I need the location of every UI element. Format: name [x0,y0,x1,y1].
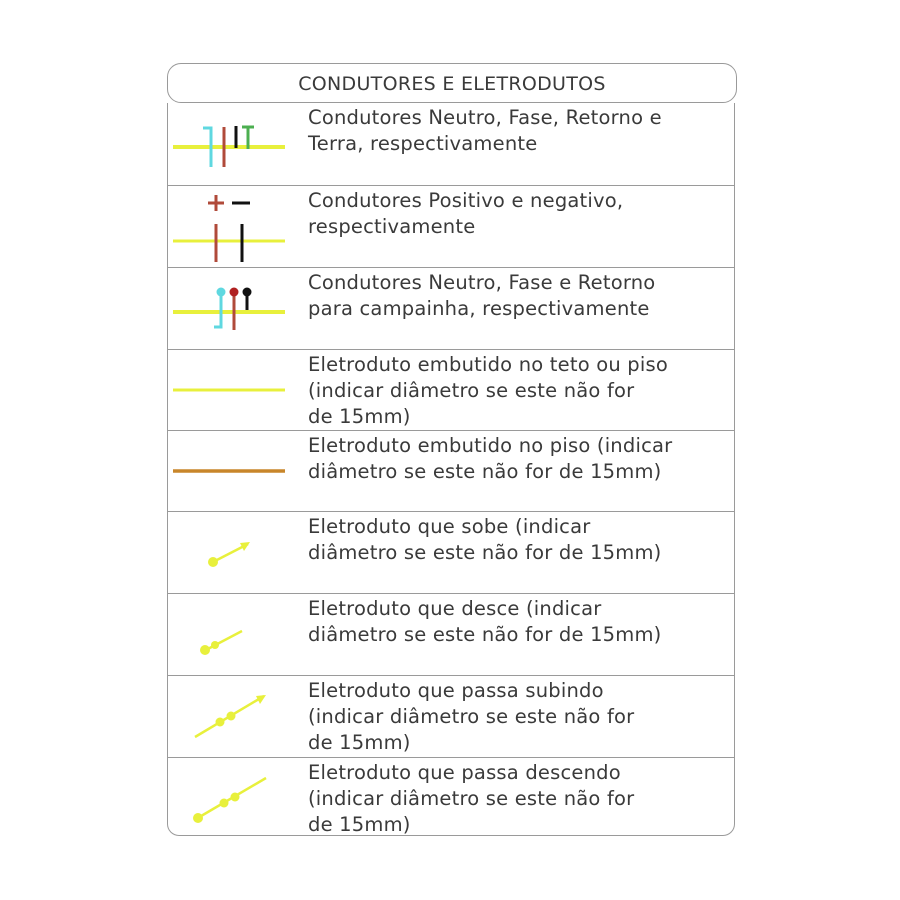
legend-text: Eletroduto embutido no teto ou piso (ind… [308,353,668,428]
legend-row: Eletroduto embutido no teto ou piso (ind… [168,349,734,431]
legend-table: Condutores Neutro, Fase, Retorno e Terra… [167,103,735,836]
legend-text: Eletroduto que sobe (indicar diâmetro se… [308,515,662,564]
legend-text: Eletroduto que passa subindo (indicar di… [308,679,635,754]
conduit-down-icon [200,629,243,655]
legend-text: Eletroduto que passa descendo (indicar d… [308,761,635,836]
conduit-passing-down-icon [193,776,267,823]
doorbell-conductors-icon [173,287,285,330]
legend-row: Eletroduto que desce (indicar diâmetro s… [168,593,734,675]
legend-row: Eletroduto embutido no piso (indicar diâ… [168,430,734,512]
legend-row: Condutores Neutro, Fase, Retorno e Terra… [168,103,734,185]
floor-conduit-icon [173,469,285,473]
legend-title: CONDUTORES E ELETRODUTOS [167,63,737,103]
legend-text: Eletroduto que desce (indicar diâmetro s… [308,597,662,646]
legend-text: Condutores Neutro, Fase, Retorno e Terra… [308,106,662,155]
conduit-passing-up-icon [194,694,266,739]
legend-text: Condutores Neutro, Fase e Retorno para c… [308,271,656,320]
ceiling-floor-conduit-icon [173,388,285,392]
legend-row: Condutores Neutro, Fase e Retorno para c… [168,267,734,349]
legend-text: Eletroduto embutido no piso (indicar diâ… [308,434,673,483]
neutral-phase-return-ground-conductors-icon [173,125,285,167]
positive-negative-conductors-icon [173,195,285,262]
legend-text: Condutores Positivo e negativo, respecti… [308,189,624,238]
legend-row: Eletroduto que sobe (indicar diâmetro se… [168,511,734,593]
legend-row: Eletroduto que passa descendo (indicar d… [168,757,734,839]
conduit-up-icon [208,542,250,567]
legend-row: Eletroduto que passa subindo (indicar di… [168,675,734,757]
legend-row: Condutores Positivo e negativo, respecti… [168,185,734,267]
